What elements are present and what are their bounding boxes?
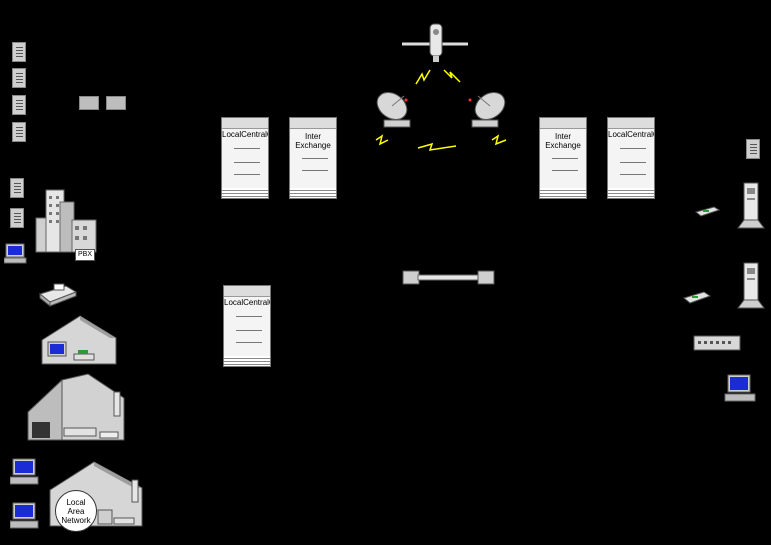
computer-icon: [10, 502, 39, 529]
switch-label: LocalCentralOffice: [222, 130, 268, 139]
home-computer-icon: [41, 315, 117, 365]
inter-exchange-switch: Inter Exchange: [539, 117, 587, 199]
local-central-office-switch: LocalCentralOffice: [223, 285, 271, 367]
switch-label: LocalCentralOffice: [608, 130, 654, 139]
telephone-icon: [12, 42, 26, 62]
switch-label: Inter: [304, 132, 321, 141]
modem-icon: [682, 291, 712, 304]
network-hub-icon: [693, 335, 741, 351]
telephone-icon: [12, 95, 26, 115]
switch-label: Inter: [554, 132, 571, 141]
telephone-icon: [10, 208, 24, 228]
pbx-label: PBX: [75, 249, 96, 261]
server-tower-icon: [737, 262, 765, 309]
satellite-dish-icon: [376, 92, 411, 128]
telephone-icon: [12, 122, 26, 142]
local-central-office-switch: LocalCentralOffice: [607, 117, 655, 199]
server-tower-icon: [737, 182, 765, 229]
switch-label: Exchange: [295, 141, 331, 150]
home-office-icon: [27, 373, 125, 441]
lan-bubble: Local Area Network: [55, 490, 97, 532]
lan-label: Local: [66, 497, 86, 507]
terminal-device-icon: [106, 96, 126, 110]
radio-links: [375, 69, 507, 151]
switch-label: LocalCentralOffice: [224, 298, 270, 307]
telephone-icon: [746, 139, 760, 159]
computer-icon: [4, 243, 27, 264]
terminal-device-icon: [79, 96, 99, 110]
switch-label: Exchange: [545, 141, 581, 150]
satellite-dish-icon: [471, 92, 506, 128]
inter-exchange-switch: Inter Exchange: [289, 117, 337, 199]
computer-icon: [724, 374, 756, 402]
office-buildings-icon: [35, 189, 97, 253]
cable-connector-icon: [402, 270, 495, 285]
modem-icon: [694, 206, 720, 217]
local-central-office-switch: LocalCentralOffice: [221, 117, 269, 199]
fax-machine-icon: [38, 283, 78, 308]
lan-label: Area: [67, 506, 85, 516]
computer-icon: [10, 458, 39, 485]
telephone-icon: [12, 68, 26, 88]
telephone-icon: [10, 178, 24, 198]
lan-label: Network: [61, 515, 91, 525]
satellite-icon: [402, 23, 468, 62]
